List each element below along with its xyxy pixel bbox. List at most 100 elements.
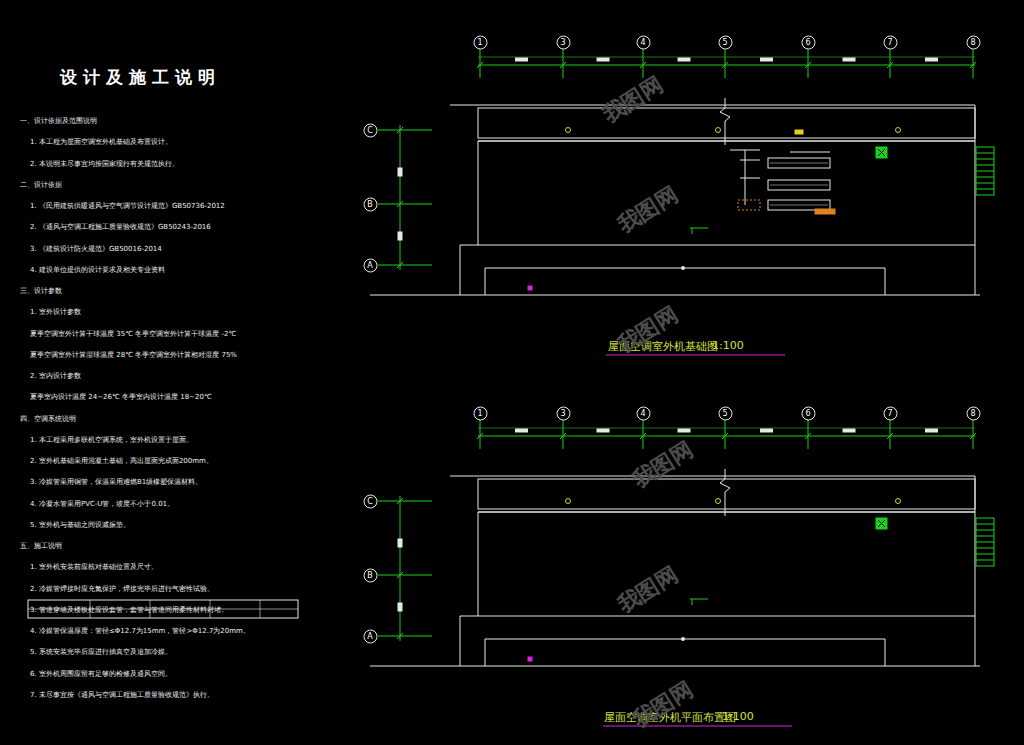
drawing-rect <box>597 429 609 432</box>
drawing-line <box>400 125 401 270</box>
drawing-line <box>640 433 646 439</box>
drawing-rect <box>516 58 528 61</box>
drawing-line <box>478 140 975 142</box>
bubble-circle <box>364 630 377 643</box>
note-line: 2. 室内设计参数 <box>30 371 81 381</box>
drawing-line <box>973 420 974 449</box>
drawing-line <box>397 572 403 578</box>
drawing-line <box>976 165 994 166</box>
note-line: 一、设计依据及范围说明 <box>20 116 97 126</box>
note-line: 4. 建设单位提供的设计要求及相关专业资料 <box>30 265 165 275</box>
axis-label: C <box>363 123 378 138</box>
drawing-line <box>890 420 891 449</box>
drawing-line <box>460 616 975 617</box>
axis-bubble: 4 <box>636 406 651 421</box>
note-line: 夏季空调室外计算湿球温度 28℃ 冬季空调室外计算相对湿度 75% <box>30 350 237 360</box>
drawing-line <box>478 511 975 513</box>
drawing-line <box>397 201 403 207</box>
axis-bubble: 8 <box>966 35 981 50</box>
drawing-rect <box>843 58 855 61</box>
drawing-line <box>378 575 432 576</box>
drawing-rect <box>795 130 803 134</box>
watermark: 我图网 <box>612 180 684 240</box>
note-line: 7. 未尽事宜按《通风与空调工程施工质量验收规范》执行。 <box>30 690 214 700</box>
drawing-line <box>770 163 828 164</box>
axis-bubble: B <box>363 197 378 212</box>
axis-bubble: C <box>363 494 378 509</box>
drawing-line <box>878 520 885 527</box>
drawing-line <box>643 49 644 78</box>
note-line: 1. 本工程采用多联机空调系统，室外机设置于屋面。 <box>30 435 193 445</box>
drawing-rect <box>926 429 938 432</box>
drawing-line <box>692 599 693 605</box>
note-line: 夏季室内设计温度 24~26℃ 冬季室内设计温度 18~20℃ <box>30 392 212 402</box>
drawing-rect <box>761 429 773 432</box>
drawing-rect <box>876 147 887 158</box>
bubble-circle <box>884 36 897 49</box>
drawing-rect <box>478 479 975 509</box>
note-line: 4. 冷凝水管采用PVC-U管，坡度不小于0.01。 <box>30 499 174 509</box>
axis-bubble: 3 <box>556 35 571 50</box>
drawing-line <box>378 130 432 131</box>
note-line: 夏季空调室外计算干球温度 35℃ 冬季空调室外计算干球温度 -2℃ <box>30 329 236 339</box>
note-line: 四、空调系统说明 <box>20 414 76 424</box>
drawing-line <box>790 152 830 153</box>
drawing-line <box>450 476 975 477</box>
drawing-rect <box>815 209 835 214</box>
drawing-rect <box>976 147 994 195</box>
watermark: 我图网 <box>627 675 699 735</box>
drawing-line <box>808 420 809 449</box>
axis-bubble: 3 <box>556 406 571 421</box>
drawing-line <box>808 49 809 78</box>
drawing-line <box>975 105 976 295</box>
bubble-circle <box>719 36 732 49</box>
drawing-line <box>976 542 994 543</box>
drawing-line <box>460 245 975 246</box>
note-line: 1. 室外机安装前应核对基础位置及尺寸。 <box>30 562 158 572</box>
drawing-rect <box>597 58 609 61</box>
bubble-circle <box>474 36 487 49</box>
axis-label: 5 <box>718 406 733 421</box>
drawing-line <box>603 726 792 727</box>
drawing-line <box>560 433 566 439</box>
note-line: 4. 冷媒管保温厚度：管径≤Φ12.7为15mm，管径>Φ12.7为20mm。 <box>30 626 250 636</box>
notes-table <box>28 600 298 618</box>
axis-label: 8 <box>966 406 981 421</box>
drawing-line <box>878 520 885 527</box>
drawing-rect <box>843 429 855 432</box>
note-line: 2. 室外机基础采用混凝土基础，高出屋面完成面200mm。 <box>30 456 213 466</box>
layout-plan <box>370 420 994 745</box>
parapet-outline <box>485 268 885 295</box>
bubble-circle <box>364 569 377 582</box>
drawing-line <box>563 420 564 449</box>
drawing-line <box>478 57 975 58</box>
drawing-line <box>887 433 893 439</box>
drawing-line <box>976 153 994 154</box>
roof-drain <box>896 128 901 133</box>
watermark: 我图网 <box>627 435 699 495</box>
drawing-line <box>976 171 994 172</box>
roof-drain <box>896 499 901 504</box>
drawing-line <box>805 433 811 439</box>
roof-drain <box>716 499 721 504</box>
note-line: 1. 《民用建筑供暖通风与空气调节设计规范》GB50736-2012 <box>30 201 225 211</box>
drawing-rect <box>478 108 975 138</box>
axis-label: A <box>363 258 378 273</box>
bubble-circle <box>719 407 732 420</box>
axis-label: 3 <box>556 406 571 421</box>
drawing-line <box>400 496 401 641</box>
drawing-rect <box>768 158 830 168</box>
axis-label: 5 <box>718 35 733 50</box>
note-line: 五、施工说明 <box>20 541 62 551</box>
axis-bubble: 4 <box>636 35 651 50</box>
drawing-line <box>640 62 646 68</box>
drawing-rect <box>678 429 690 432</box>
drawing-rect <box>761 58 773 61</box>
drawing-line <box>370 666 980 667</box>
axis-label: 7 <box>883 406 898 421</box>
bubble-circle <box>802 407 815 420</box>
axis-label: 1 <box>473 406 488 421</box>
drawing-line <box>370 295 980 296</box>
drawing-line <box>976 524 994 525</box>
